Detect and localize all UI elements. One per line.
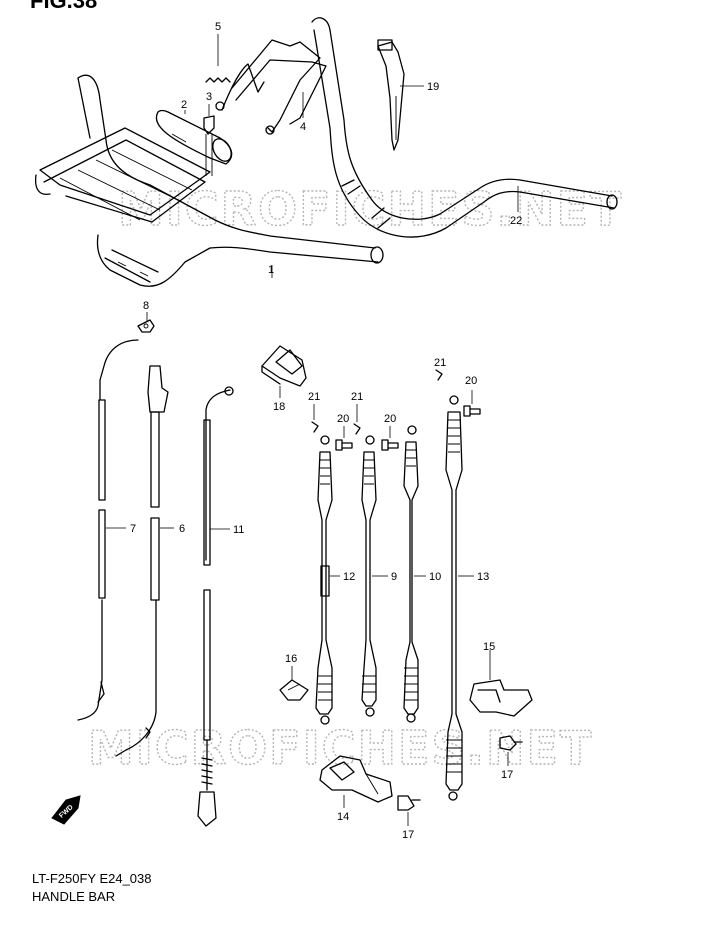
bolt-17-bracket-14: [397, 795, 421, 811]
nut-8: [137, 319, 155, 333]
cable-13: [445, 395, 463, 801]
bolt-20-c: [463, 405, 481, 417]
clip-21-left: [311, 421, 319, 433]
callout-4: 4: [300, 121, 306, 133]
callout-20-right: 20: [465, 375, 477, 387]
callout-20-left: 20: [337, 413, 349, 425]
callout-11: 11: [233, 524, 244, 536]
bolt-20-a: [335, 439, 353, 451]
cable-10: [403, 425, 419, 723]
handlebar-22: [311, 17, 618, 238]
wire-bracket-4: [231, 39, 327, 135]
callout-12: 12: [343, 571, 355, 583]
callout-16: 16: [285, 653, 297, 665]
cable-tie-19: [377, 39, 405, 151]
callout-10: 10: [429, 571, 441, 583]
callout-19: 19: [427, 81, 439, 93]
cable-12: [315, 435, 333, 725]
callout-17-upper: 17: [501, 769, 513, 781]
callout-13: 13: [477, 571, 489, 583]
callout-1: 1: [268, 264, 274, 276]
watermark-top: MICROFICHES.NET: [118, 182, 623, 236]
callout-20-mid: 20: [384, 413, 396, 425]
clip-16: [279, 679, 309, 701]
handlebar-1: [34, 74, 384, 287]
bolt-17-bracket-15: [499, 735, 523, 751]
grip-pad-2: [155, 109, 233, 165]
bracket-15: [469, 679, 533, 717]
callout-21-left: 21: [308, 391, 320, 403]
clip-21-right: [435, 369, 443, 381]
callout-6: 6: [179, 523, 185, 535]
fwd-arrow-icon: FWD: [51, 795, 81, 825]
callout-21-right: 21: [434, 357, 446, 369]
callout-17-lower: 17: [402, 829, 414, 841]
choke-cable-11: [197, 386, 234, 827]
section-name: HANDLE BAR: [32, 889, 116, 904]
clip-21-mid: [353, 423, 361, 435]
throttle-cable-6: [115, 365, 169, 757]
callout-22: 22: [510, 215, 522, 227]
figure-title: FIG.38: [30, 0, 98, 13]
watermark-bottom: MICROFICHES.NET: [88, 721, 593, 775]
callout-8: 8: [143, 300, 149, 312]
callout-21-mid: 21: [351, 391, 363, 403]
callout-14: 14: [337, 811, 349, 823]
cable-9: [361, 435, 377, 717]
clip-3: [203, 115, 215, 176]
callout-15: 15: [483, 641, 495, 653]
callout-2: 2: [181, 99, 187, 111]
bolt-20-b: [381, 439, 399, 451]
callout-18: 18: [273, 401, 285, 413]
cable-7: [77, 339, 139, 721]
model-code: LT-F250FY E24_038: [32, 871, 152, 886]
bracket-14: [319, 755, 393, 803]
springs-5: [205, 63, 265, 111]
callout-5: 5: [215, 21, 221, 33]
bracket-18: [261, 345, 307, 387]
callout-7: 7: [130, 523, 136, 535]
callout-3: 3: [206, 91, 212, 103]
callout-9: 9: [391, 571, 397, 583]
